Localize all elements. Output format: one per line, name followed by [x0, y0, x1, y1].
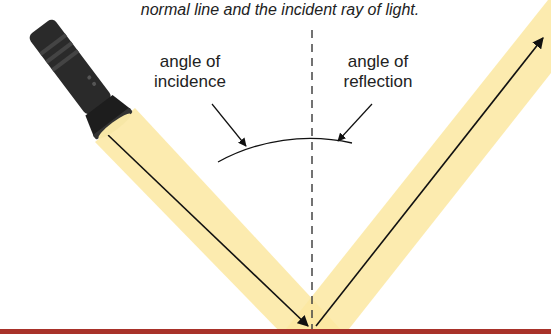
incident-ray: [108, 135, 308, 326]
reflected-ray: [316, 38, 543, 326]
normal-line: [311, 30, 313, 330]
angle-arc: [218, 138, 352, 162]
reflected-beam: [282, 0, 551, 334]
torch-grip: [51, 49, 79, 71]
torch-grip: [39, 33, 67, 55]
torch-lens: [96, 111, 133, 141]
caption-text: normal line and the incident ray of ligh…: [30, 1, 530, 19]
leader-line: [338, 104, 372, 141]
torch-dot: [91, 81, 97, 87]
torch-dot: [87, 75, 93, 81]
torch-body: [27, 17, 113, 116]
mirror-surface: [0, 329, 551, 334]
torch: [22, 13, 136, 143]
angle-label: angle of incidence: [140, 52, 240, 91]
torch-grip: [45, 41, 73, 63]
angle-label: angle of reflection: [328, 52, 428, 91]
leader-line: [212, 104, 246, 146]
incident-beam: [95, 108, 345, 334]
